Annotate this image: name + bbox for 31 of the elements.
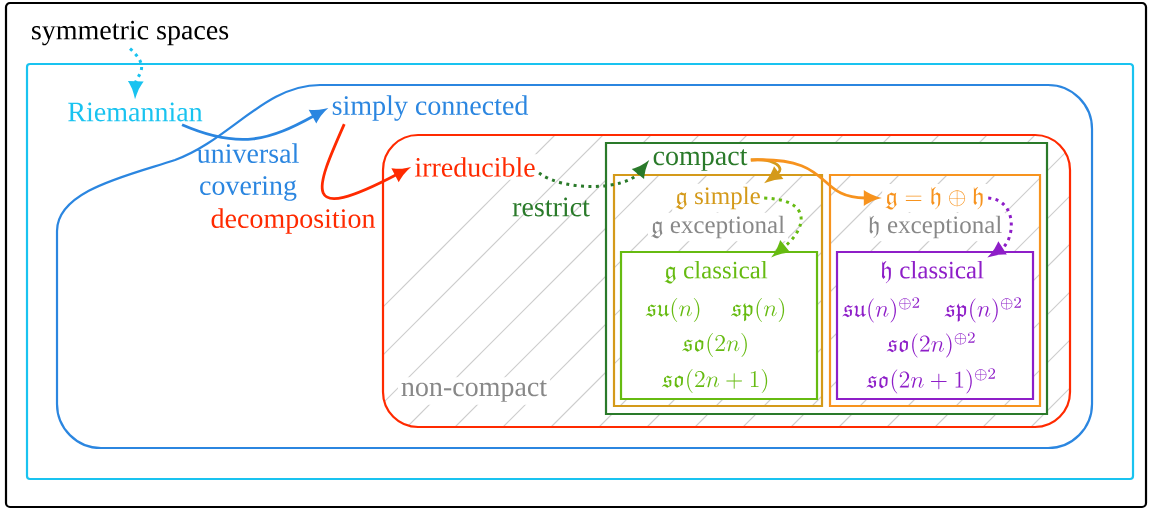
arrow (128, 47, 144, 96)
region-label: $\mathfrak{h}\ \text{classical}$ (881, 260, 984, 284)
region-label: compact (649, 146, 751, 174)
edge-label: decomposition (211, 208, 376, 234)
edge-label: restrict (512, 197, 590, 217)
arrow (538, 162, 648, 188)
region-label: simply connected (328, 92, 532, 124)
arrow (750, 158, 783, 182)
arrow (181, 108, 326, 141)
region-label: symmetric spaces (27, 17, 233, 49)
region-label: irreducible (411, 154, 539, 180)
edge-label: universal covering (197, 143, 299, 201)
algebra-formula: $\mathfrak{su}(n)^{\oplus 2}$ (842, 297, 920, 323)
algebra-formula: $\mathfrak{sp}(n)$ (730, 298, 785, 323)
region-label: $\mathfrak{g}\ \text{classical}$ (664, 260, 768, 284)
arrow (987, 196, 1013, 257)
algebra-formula: $\mathfrak{so}(2n+1)$ (661, 369, 768, 394)
algebra-formula: $\mathfrak{su}(n)$ (645, 298, 700, 323)
algebra-formula: $\mathfrak{so}(2n)$ (682, 333, 747, 358)
algebra-formula: $\mathfrak{so}(2n+1)^{\oplus 2}$ (866, 368, 996, 394)
region-label: Riemannian (64, 99, 206, 125)
arrow (320, 123, 408, 200)
arrow (764, 196, 803, 256)
region-label: $\mathfrak{g}\ \text{simple}$ (672, 183, 764, 213)
region-label: $\mathfrak{g}\ \text{exceptional}$ (648, 212, 789, 242)
algebra-formula: $\mathfrak{sp}(n)^{\oplus 2}$ (944, 297, 1021, 323)
region-label: $\mathfrak{h}\ \text{exceptional}$ (864, 212, 1006, 242)
region-label: non-compact (397, 377, 551, 405)
arrow (750, 158, 879, 205)
algebra-formula: $\mathfrak{so}(2n)^{\oplus 2}$ (886, 332, 975, 358)
region-label: $\mathfrak{g}=\mathfrak{h}\oplus\mathfrak{h}$ (882, 184, 988, 212)
